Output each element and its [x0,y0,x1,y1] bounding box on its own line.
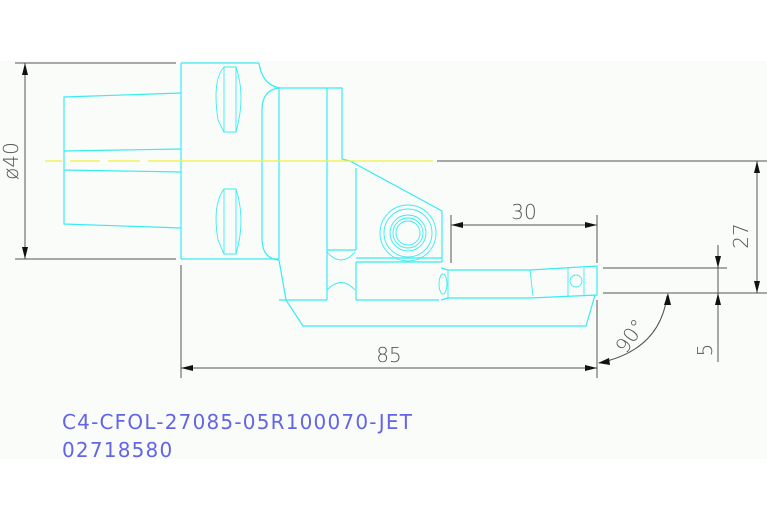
article-number: 02718580 [62,438,174,462]
clamp-screw-icon [379,204,437,262]
diameter-label: ø40 [0,142,23,180]
reach-label: 30 [511,200,536,224]
angle-label: 90° [610,315,650,358]
length-label: 85 [376,343,401,367]
dimension-angle: 90° [598,293,671,365]
dimension-overall-length: 85 [180,265,598,378]
drive-slot-bottom [215,188,242,255]
dimension-width: 5 [603,245,727,362]
drive-slot-top [215,66,242,133]
width-label: 5 [693,344,717,357]
dimension-reach: 30 [450,200,598,263]
part-number: C4-CFOL-27085-05R100070-JET [62,410,414,434]
center-height-label: 27 [729,223,753,248]
dimension-center-height: 27 [437,160,767,294]
drawing-sheet [0,61,767,459]
head-body [278,87,596,327]
boring-bar [438,265,598,301]
shank [63,92,182,229]
dimension-diameter: ø40 [0,62,176,260]
